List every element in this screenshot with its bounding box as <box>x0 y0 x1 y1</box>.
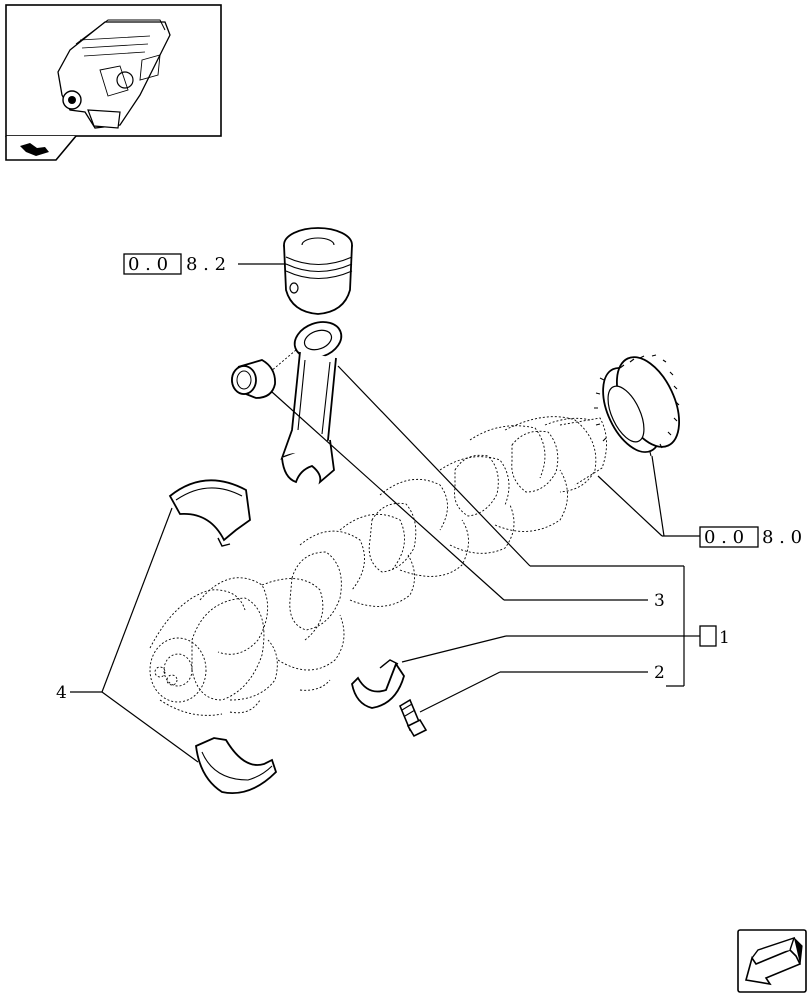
bearing-cap <box>351 659 405 709</box>
callout-1-label: 1 <box>719 628 730 648</box>
next-page-arrow-icon <box>744 936 803 986</box>
callout-3-label: 3 <box>654 591 665 611</box>
ref-label-right[interactable]: 0 . 0 8 . 0 <box>699 526 802 548</box>
crankshaft-outline <box>149 416 607 716</box>
gear <box>594 354 680 457</box>
ref-right-tail: 8 . 0 <box>762 527 802 548</box>
callout-1: 1 <box>699 625 730 648</box>
bolt <box>398 698 428 738</box>
engine-thumbnail-icon <box>57 19 171 129</box>
callout-4-label: 4 <box>56 683 67 703</box>
view-tab[interactable] <box>5 135 77 161</box>
main-bearing-shell-upper <box>168 479 251 547</box>
ref-top-tail: 8 . 2 <box>186 254 226 275</box>
bushing <box>231 359 276 399</box>
main-bearing-shell-lower <box>195 737 278 794</box>
leader-lines <box>70 263 700 763</box>
piston <box>283 227 353 315</box>
view-icon <box>20 143 49 156</box>
ref-label-top[interactable]: 0 . 0 8 . 2 <box>123 253 226 275</box>
ref-right-boxed: 0 . 0 <box>704 527 744 548</box>
engine-thumbnail[interactable] <box>5 4 222 137</box>
callout-2-label: 2 <box>654 663 665 683</box>
next-page-button[interactable] <box>737 929 807 993</box>
connecting-rod <box>269 321 343 485</box>
ref-top-boxed: 0 . 0 <box>128 254 168 275</box>
